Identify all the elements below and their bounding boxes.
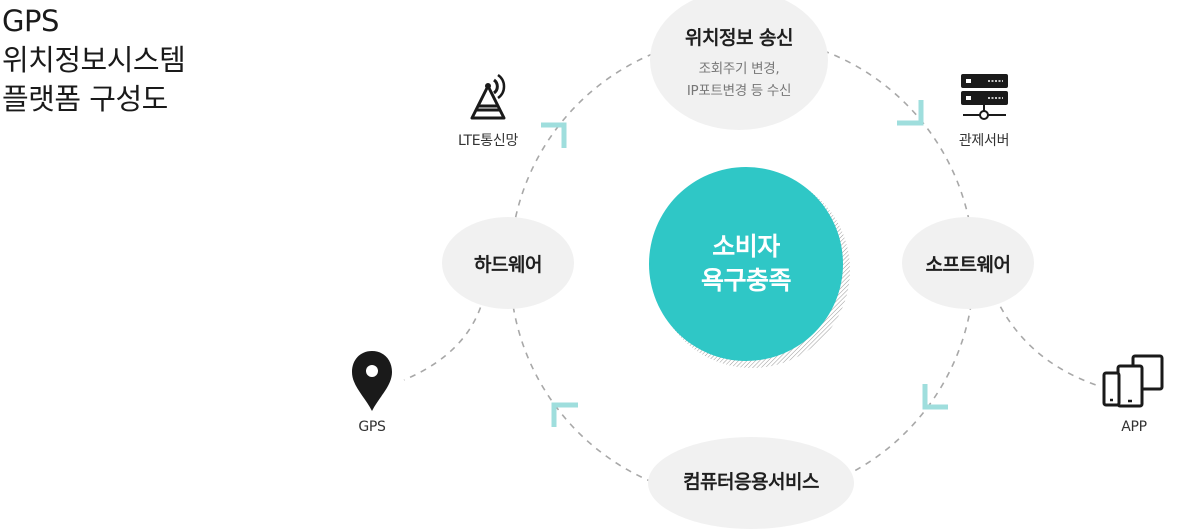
arrow-top-left <box>541 122 567 148</box>
node-label: 소프트웨어 <box>925 253 1011 276</box>
page-title: GPS 위치정보시스템 플랫폼 구성도 <box>2 2 186 119</box>
node-sub-text: IP포트변경 등 수신 <box>686 82 792 99</box>
title-line: GPS <box>2 4 59 38</box>
arrow-bottom-left <box>551 402 578 427</box>
center-label-line: 욕구충족 <box>700 266 792 295</box>
center-circle: 소비자 욕구충족 <box>649 167 843 361</box>
node-label: 컴퓨터응용서비스 <box>683 470 819 493</box>
app-label: APP <box>1121 419 1147 435</box>
connector-gps <box>403 295 485 381</box>
devices-icon <box>1102 354 1164 408</box>
node-software: 소프트웨어 <box>902 217 1034 309</box>
map-pin-icon <box>352 351 392 411</box>
server-icon <box>961 74 1008 120</box>
title-line: 플랫폼 구성도 <box>2 82 168 116</box>
center-label-line: 소비자 <box>712 232 780 261</box>
node-sub-text: 조회주기 변경, <box>698 60 780 77</box>
gps-label: GPS <box>358 419 386 435</box>
title-line: 위치정보시스템 <box>2 43 186 77</box>
node-hardware: 하드웨어 <box>442 217 574 309</box>
cell-tower-icon <box>470 73 506 120</box>
node-location-send: 위치정보 송신 조회주기 변경, IP포트변경 등 수신 <box>650 0 828 130</box>
server-label: 관제서버 <box>958 133 1010 149</box>
arrow-top-right <box>897 100 924 126</box>
node-computer-service: 컴퓨터응용서비스 <box>648 437 854 529</box>
arrow-bottom-right <box>922 384 948 410</box>
node-label: 하드웨어 <box>474 253 542 276</box>
connector-app <box>994 295 1097 386</box>
lte-label: LTE통신망 <box>457 133 519 149</box>
node-label: 위치정보 송신 <box>685 26 794 49</box>
